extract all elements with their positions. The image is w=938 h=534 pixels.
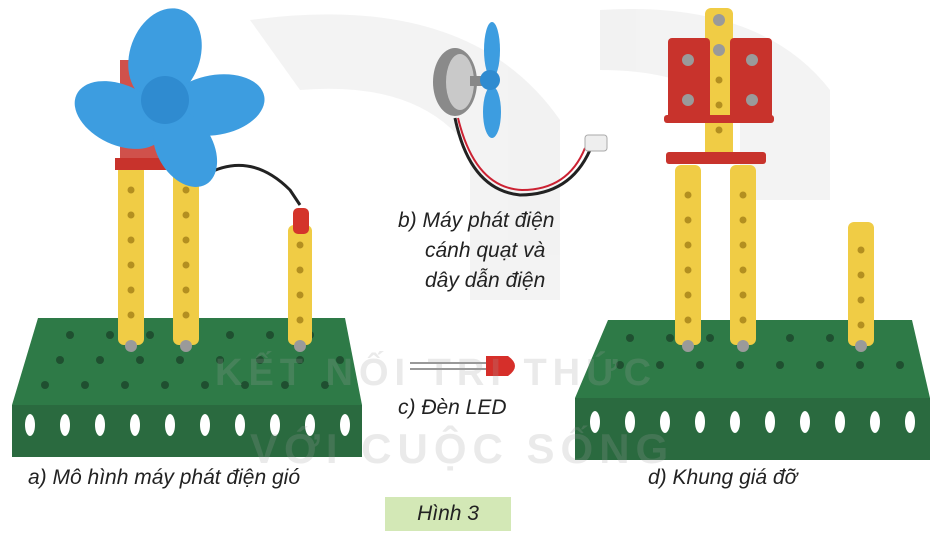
watermark-text-line1: KẾT NỐI TRI THỨC bbox=[215, 352, 658, 394]
wire-a bbox=[204, 163, 302, 206]
yellow-struts-a bbox=[118, 165, 312, 352]
generator-with-fan bbox=[433, 22, 608, 197]
blue-fan-blades bbox=[74, 8, 265, 187]
wind-generator-model bbox=[12, 8, 362, 457]
green-base-plate-a bbox=[12, 318, 362, 457]
caption-a: a) Mô hình máy phát điện gió bbox=[28, 466, 300, 489]
red-brackets-d bbox=[664, 38, 774, 164]
caption-d: d) Khung giá đỡ bbox=[648, 466, 798, 489]
watermark-text-line2: VỚI CUỘC SỐNG bbox=[250, 425, 675, 472]
caption-b-line3: dây dẫn điện bbox=[425, 269, 546, 292]
caption-b-line2: cánh quạt và bbox=[425, 239, 546, 262]
led-on-model bbox=[293, 208, 309, 234]
figure-title: Hình 3 bbox=[417, 502, 479, 525]
figure-title-box: Hình 3 bbox=[385, 497, 511, 531]
green-base-plate-d bbox=[575, 320, 930, 460]
caption-b-line1: b) Máy phát điện bbox=[398, 209, 555, 232]
support-frame bbox=[575, 8, 930, 460]
led-component bbox=[410, 356, 515, 376]
caption-b: b) Máy phát điện cánh quạt và dây dẫn đi… bbox=[398, 206, 554, 296]
caption-c: c) Đèn LED bbox=[398, 396, 507, 419]
